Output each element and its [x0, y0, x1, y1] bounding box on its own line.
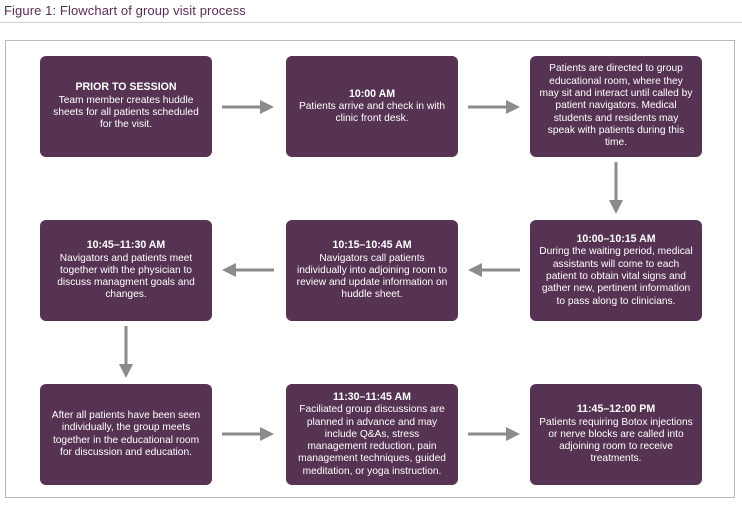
step-5-heading: 10:15–10:45 AM	[332, 239, 412, 252]
step-1-text: Team member creates huddle sheets for al…	[53, 94, 199, 131]
step-2-check-in: 10:00 AM Patients arrive and check in wi…	[286, 56, 458, 157]
step-9-text: Patients requiring Botox injections or n…	[539, 416, 693, 465]
step-5-navigator-review: 10:15–10:45 AM Navigators call patients …	[286, 220, 458, 321]
step-2-text: Patients arrive and check in with clinic…	[298, 100, 446, 125]
arrow-right-2-to-3	[468, 99, 520, 115]
step-9-treatments: 11:45–12:00 PM Patients requiring Botox …	[530, 384, 702, 485]
arrow-left-5-to-6	[222, 262, 274, 278]
step-3-text: Patients are directed to group education…	[539, 63, 693, 149]
step-6-heading: 10:45–11:30 AM	[86, 239, 166, 252]
title-divider	[0, 22, 742, 23]
step-6-text: Navigators and patients meet together wi…	[57, 252, 195, 301]
step-5-text: Navigators call patients individually in…	[296, 252, 448, 301]
arrow-right-8-to-9	[468, 426, 520, 442]
step-2-heading: 10:00 AM	[348, 87, 396, 100]
arrow-left-4-to-5	[468, 262, 520, 278]
step-9-heading: 11:45–12:00 PM	[576, 403, 656, 416]
step-7-text: After all patients have been seen indivi…	[51, 409, 201, 458]
step-1-prior-to-session: PRIOR TO SESSION Team member creates hud…	[40, 56, 212, 157]
step-4-vital-signs: 10:00–10:15 AM During the waiting period…	[530, 220, 702, 321]
arrow-down-3-to-4	[608, 162, 624, 214]
figure-title: Figure 1: Flowchart of group visit proce…	[4, 3, 246, 18]
step-8-text: Faciliated group discussions are planned…	[298, 404, 446, 477]
step-7-group-meeting: After all patients have been seen indivi…	[40, 384, 212, 485]
step-4-heading: 10:00–10:15 AM	[576, 233, 656, 246]
step-3-educational-room: Patients are directed to group education…	[530, 56, 702, 157]
arrow-down-6-to-7	[118, 326, 134, 378]
step-4-text: During the waiting period, medical assis…	[539, 246, 693, 307]
step-8-heading: 11:30–11:45 AM	[333, 390, 411, 403]
step-6-physician-meeting: 10:45–11:30 AM Navigators and patients m…	[40, 220, 212, 321]
arrow-right-7-to-8	[222, 426, 274, 442]
step-1-heading: PRIOR TO SESSION	[75, 81, 177, 94]
step-8-group-discussion: 11:30–11:45 AM Faciliated group discussi…	[286, 384, 458, 485]
arrow-right-1-to-2	[222, 99, 274, 115]
